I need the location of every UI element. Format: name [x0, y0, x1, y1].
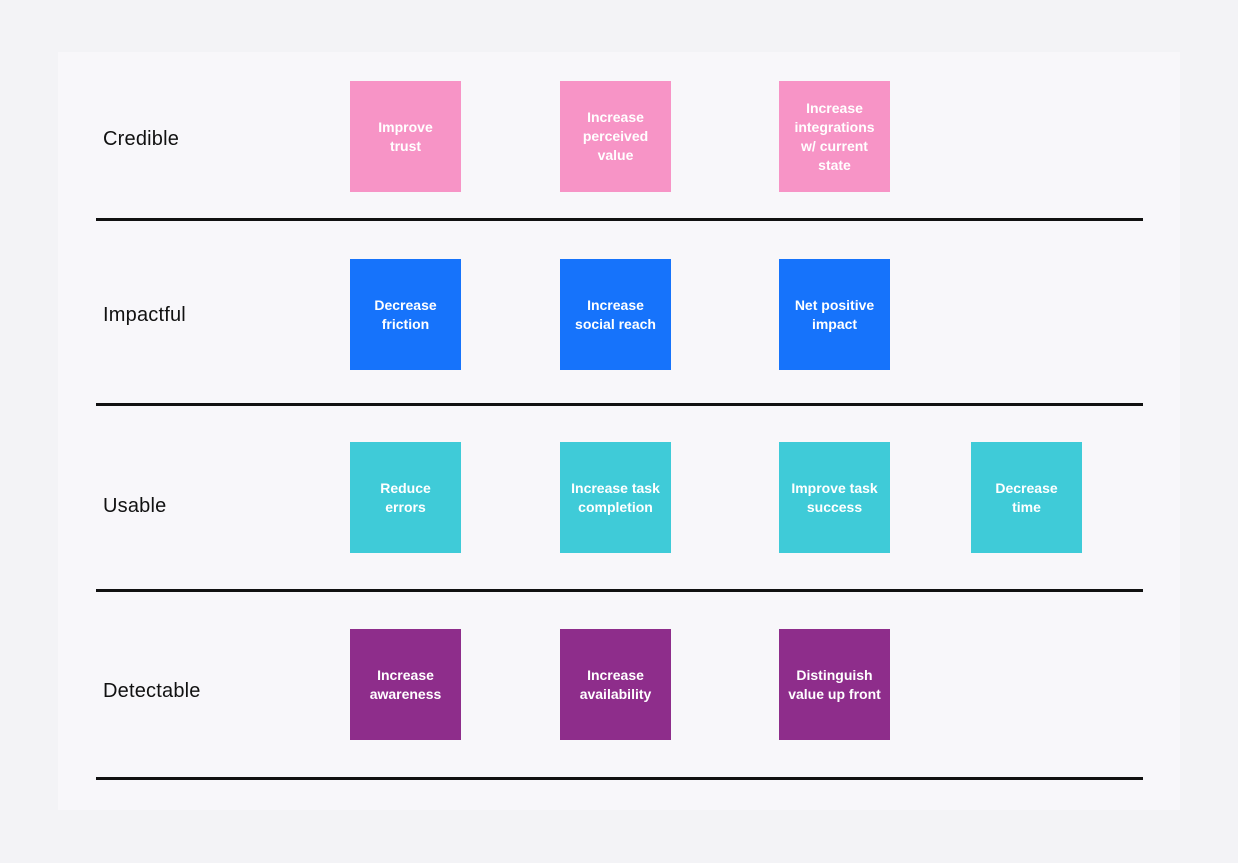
row-label-impactful: Impactful [103, 304, 186, 326]
sticky-note[interactable]: Increase perceived value [560, 81, 671, 192]
row-divider [96, 589, 1143, 592]
row-label-credible: Credible [103, 128, 180, 150]
sticky-note[interactable]: Reduce errors [350, 442, 461, 553]
sticky-note[interactable]: Increase social reach [560, 259, 671, 370]
sticky-note[interactable]: Distinguish value up front [779, 629, 890, 740]
sticky-note[interactable]: Improve task success [779, 442, 890, 553]
sticky-note[interactable]: Net positive impact [779, 259, 890, 370]
sticky-note[interactable]: Improve trust [350, 81, 461, 192]
sticky-note[interactable]: Increase integrations w/ current state [779, 81, 890, 192]
row-label-usable: Usable [103, 495, 167, 517]
row-divider [96, 403, 1143, 406]
sticky-note[interactable]: Increase task completion [560, 442, 671, 553]
row-divider [96, 777, 1143, 780]
sticky-note[interactable]: Increase availability [560, 629, 671, 740]
row-divider [96, 218, 1143, 221]
sticky-note[interactable]: Increase awareness [350, 629, 461, 740]
sticky-note[interactable]: Decrease time [971, 442, 1082, 553]
row-label-detectable: Detectable [103, 680, 201, 702]
sticky-note[interactable]: Decrease friction [350, 259, 461, 370]
